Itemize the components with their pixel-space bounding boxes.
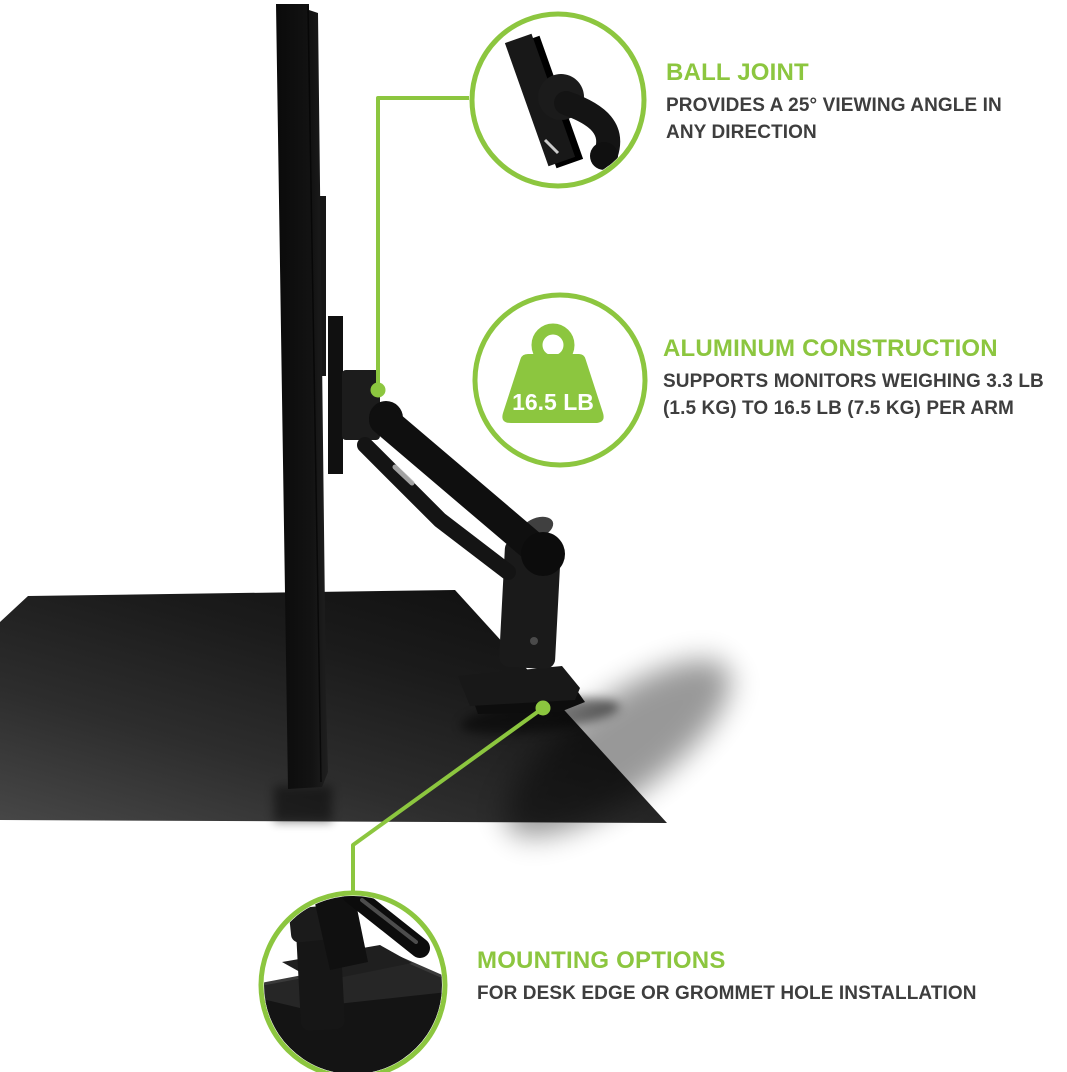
connector-dot	[370, 382, 386, 398]
callout-text-ball-joint: BALL JOINT PROVIDES A 25° VIEWING ANGLE …	[666, 57, 1044, 146]
callout-description: PROVIDES A 25° VIEWING ANGLE IN ANY DIRE…	[666, 95, 1002, 143]
callout-description: SUPPORTS MONITORS WEIGHING 3.3 LB (1.5 K…	[663, 371, 1044, 419]
callout-title: BALL JOINT	[666, 59, 809, 86]
monitor-side-view	[276, 4, 328, 789]
callout-connector-mounting	[351, 700, 551, 894]
weight-icon: 16.5 LB	[502, 323, 604, 423]
callout-description: FOR DESK EDGE OR GROMMET HOLE INSTALLATI…	[477, 983, 977, 1004]
callout-circle-mounting	[258, 890, 448, 1072]
weight-label: 16.5 LB	[512, 389, 594, 415]
upper-arm	[369, 401, 565, 576]
callout-circle-ball-joint	[469, 11, 647, 189]
callout-connector-ball-joint	[370, 96, 469, 398]
callout-title: ALUMINUM CONSTRUCTION	[663, 335, 998, 362]
callout-circle-weight: 16.5 LB	[472, 292, 648, 468]
callout-text-aluminum-construction: ALUMINUM CONSTRUCTION SUPPORTS MONITORS …	[663, 333, 1058, 422]
ball-joint-photo-icon	[504, 33, 621, 170]
desk-shadow	[274, 659, 731, 837]
connector-dot	[535, 700, 551, 716]
desk-clamp	[458, 666, 585, 714]
desk-clamp-photo-icon	[264, 896, 442, 1072]
monitor-arm	[310, 196, 585, 714]
callout-text-mounting-options: MOUNTING OPTIONS FOR DESK EDGE OR GROMME…	[477, 945, 1042, 1007]
callout-title: MOUNTING OPTIONS	[477, 947, 726, 974]
